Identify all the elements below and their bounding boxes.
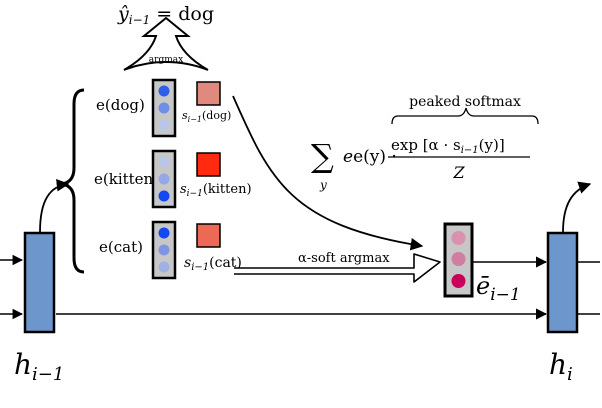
yhat-symbol: ŷ: [117, 3, 129, 25]
token-label-cat: e(cat): [99, 238, 143, 256]
formula-term: ee(y) ·: [343, 147, 397, 167]
h-prev-label: hi−1: [14, 348, 64, 385]
score-kitten: [196, 152, 221, 177]
soft-argmax-arrow: [234, 253, 441, 283]
formula-denominator: Z: [452, 163, 465, 182]
hidden-state-prev: [23, 231, 56, 334]
score-label-kitten: si−1(kitten): [180, 182, 252, 199]
vocab-brace: [61, 88, 85, 274]
embedding-cat: [151, 220, 177, 280]
formula-numerator: exp [α · si−1(y)]: [391, 136, 505, 156]
h-curr-label: hi: [549, 348, 573, 385]
ebar-label: ēi−1: [476, 272, 521, 305]
score-label-dog: si−1(dog): [182, 109, 231, 124]
soft-argmax-label: α-soft argmax: [298, 251, 390, 266]
hidden-state-curr: [546, 231, 579, 334]
score-label-cat: si−1(cat): [184, 255, 242, 273]
embedding-dog: [151, 78, 177, 138]
yhat-subscript: i−1: [129, 13, 151, 27]
sum-variable: y: [319, 178, 327, 192]
embedding-kitten: [151, 149, 177, 209]
sum-symbol: ∑: [311, 137, 334, 175]
peaked-softmax-label: peaked softmax: [409, 94, 521, 110]
score-dog: [196, 81, 221, 106]
yhat-value: = dog: [150, 3, 214, 25]
score-to-ebar-curve: [232, 95, 424, 251]
argmax-arrow: [123, 16, 209, 71]
ebar-vector: [443, 222, 474, 298]
score-cat: [196, 223, 221, 248]
h-curr-out-arrow: [562, 181, 592, 233]
token-label-dog: e(dog): [96, 96, 145, 114]
token-label-kitten: e(kitten): [94, 170, 159, 188]
argmax-label: argmax: [149, 55, 183, 65]
h-prev-to-brace-arrow: [39, 178, 70, 233]
softmax-brace: [391, 107, 539, 125]
